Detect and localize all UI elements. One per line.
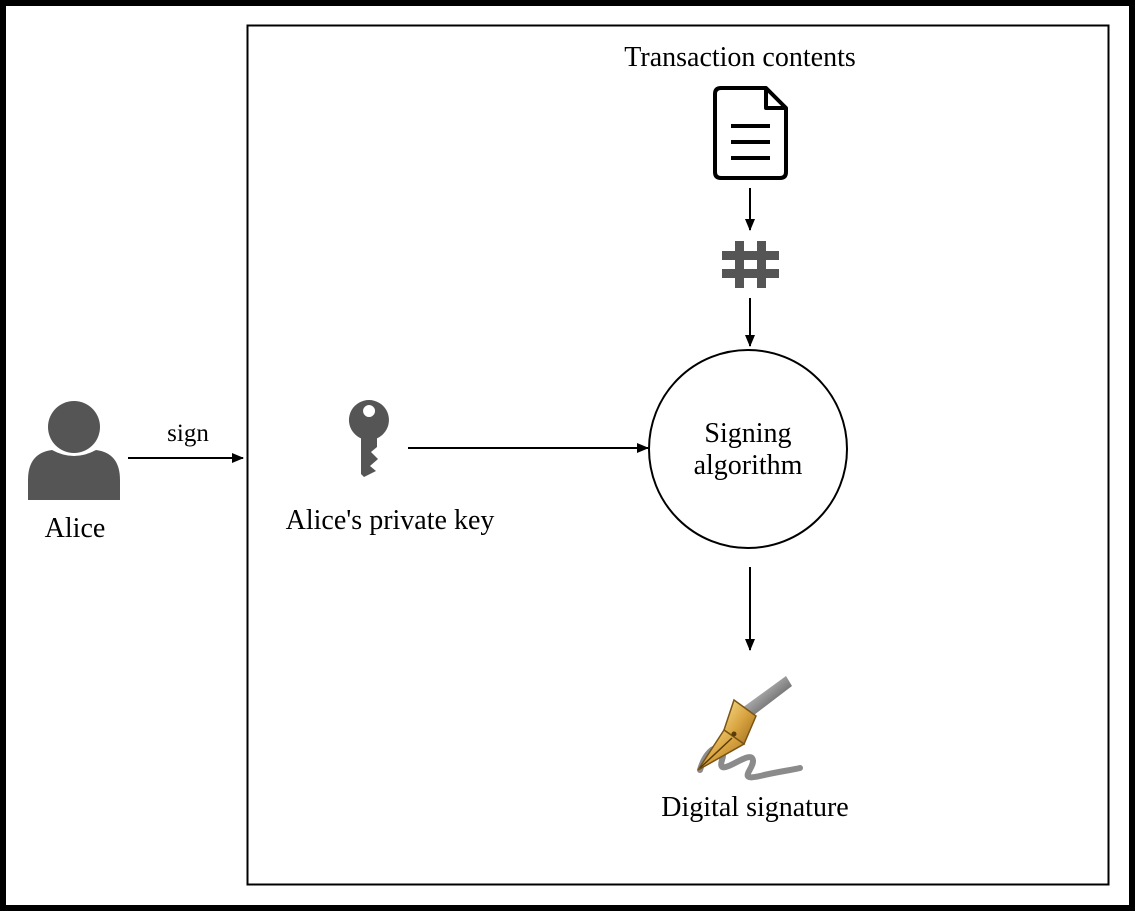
private-key-label: Alice's private key bbox=[285, 505, 495, 536]
signing-algorithm-node bbox=[648, 349, 848, 549]
key-icon bbox=[348, 400, 389, 477]
document-icon bbox=[713, 86, 788, 180]
signing-algorithm-label: Signing algorithm bbox=[648, 418, 848, 482]
digital-signature-label: Digital signature bbox=[661, 792, 849, 823]
hash-icon bbox=[722, 241, 779, 288]
fountain-pen-icon bbox=[697, 676, 803, 781]
signing-algorithm-line-1: Signing bbox=[704, 418, 792, 449]
alice-label: Alice bbox=[44, 513, 106, 544]
signing-algorithm-line-2: algorithm bbox=[693, 450, 803, 481]
user-icon bbox=[28, 401, 120, 500]
transaction-contents-label: Transaction contents bbox=[624, 42, 856, 73]
signing-box bbox=[246, 24, 1110, 886]
sign-edge-label: sign bbox=[167, 420, 209, 447]
